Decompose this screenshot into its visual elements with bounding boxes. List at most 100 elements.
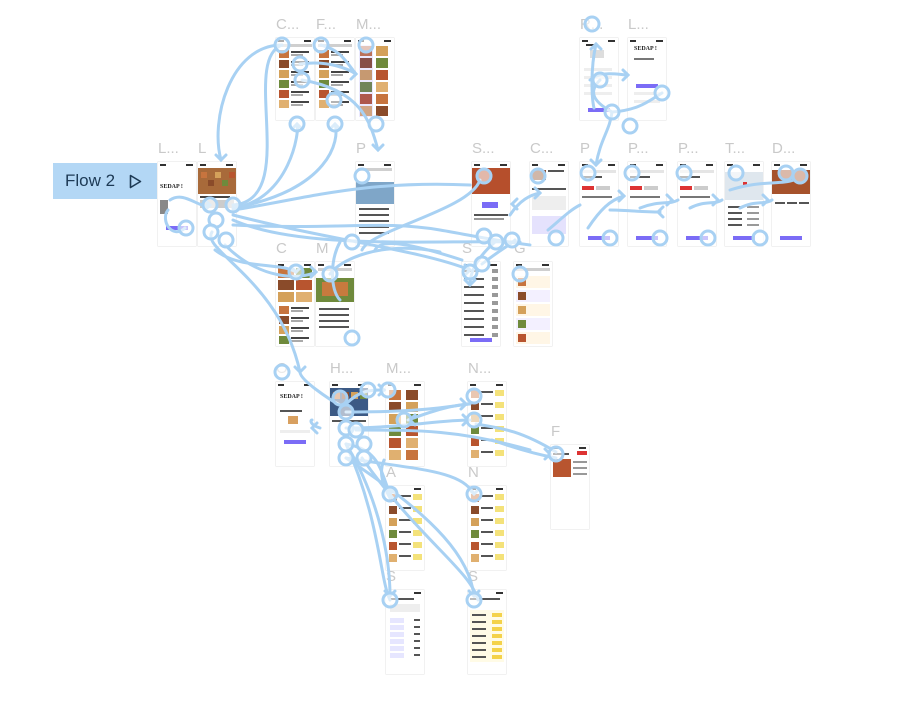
hotspot-node <box>331 389 349 407</box>
avatar <box>471 506 479 514</box>
input-field <box>584 92 612 95</box>
food-photo <box>229 172 235 178</box>
connection-line <box>354 428 532 452</box>
connection-line <box>300 78 380 152</box>
hotspot-node <box>202 223 220 241</box>
illustration <box>160 200 168 214</box>
text <box>630 196 660 198</box>
tag <box>644 186 658 190</box>
connection-line <box>738 198 774 210</box>
status-bar <box>558 164 565 166</box>
list-text <box>319 320 349 322</box>
text <box>414 647 420 649</box>
text <box>399 543 411 545</box>
chip <box>390 632 404 637</box>
arrow-head <box>621 68 631 82</box>
text <box>472 614 486 616</box>
tag <box>694 186 708 190</box>
primary-button <box>636 236 658 240</box>
status-bar <box>579 447 586 449</box>
hotspot-node <box>326 115 344 133</box>
list-text <box>319 308 349 310</box>
search-bar <box>516 268 550 271</box>
status-bar <box>384 40 391 42</box>
card-bg <box>359 93 373 105</box>
text <box>414 619 420 621</box>
food-photo <box>553 459 571 477</box>
arrow-head <box>533 186 543 200</box>
badge <box>495 518 504 524</box>
badge <box>492 641 502 645</box>
frame-title: L <box>198 140 207 157</box>
chip <box>390 639 404 644</box>
hotspot-node <box>293 71 311 89</box>
hotspot-node <box>325 91 343 109</box>
text <box>399 519 411 521</box>
badge <box>413 554 422 560</box>
chip <box>390 618 404 623</box>
avatar <box>389 554 397 562</box>
text <box>472 621 486 623</box>
avatar <box>471 450 479 458</box>
primary-button <box>588 108 610 112</box>
text <box>472 649 486 651</box>
food-thumbnail <box>406 438 418 448</box>
hotspot-node <box>591 71 609 89</box>
badge <box>495 494 504 500</box>
food-thumbnail <box>376 46 388 56</box>
hotspot-node <box>312 36 330 54</box>
arrow-head <box>761 193 771 207</box>
play-triangle-icon[interactable] <box>129 174 142 189</box>
hotspot-node <box>343 233 361 251</box>
food-thumbnail <box>389 414 401 424</box>
toggle <box>492 333 498 337</box>
connection-line <box>406 402 472 422</box>
hotspot-node <box>651 229 669 247</box>
setting-label <box>464 286 484 288</box>
tag <box>630 186 642 190</box>
badge <box>495 530 504 536</box>
list-text <box>359 220 389 222</box>
frame-title: M... <box>356 16 381 33</box>
status-bar <box>496 488 503 490</box>
tag <box>680 186 692 190</box>
text <box>573 461 587 463</box>
text <box>399 495 411 497</box>
arrow-head <box>617 189 627 203</box>
food-thumbnail <box>279 80 289 88</box>
text <box>573 467 587 469</box>
connection-line <box>344 442 392 602</box>
text <box>481 495 493 497</box>
frame-title: M <box>316 240 329 257</box>
text <box>481 403 493 405</box>
input-field <box>630 170 664 173</box>
hotspot-node <box>487 233 505 251</box>
primary-button <box>780 236 802 240</box>
text <box>414 654 420 656</box>
badge <box>495 554 504 560</box>
status-bar <box>753 164 760 166</box>
avatar <box>471 554 479 562</box>
status-bar <box>384 164 391 166</box>
hotspot-node <box>201 196 219 214</box>
avatar <box>471 426 479 434</box>
food-thumbnail <box>360 70 372 80</box>
hotspot-node <box>381 485 399 503</box>
text <box>481 507 493 509</box>
status-bar <box>516 264 522 266</box>
hotspot-node <box>337 403 355 421</box>
screen-frame[interactable]: SEDAP ! <box>276 382 314 466</box>
status-bar <box>344 40 351 42</box>
toggle <box>492 317 498 321</box>
app-logo-text: SEDAP ! <box>160 184 183 190</box>
input-field <box>634 92 660 95</box>
text <box>775 202 785 204</box>
hotspot-node <box>727 164 745 182</box>
hotspot-node <box>288 115 306 133</box>
text <box>747 218 759 220</box>
connection-line <box>608 208 662 214</box>
list-text <box>291 317 309 319</box>
status-bar <box>800 164 807 166</box>
flow-start-badge[interactable]: Flow 2 <box>53 163 157 199</box>
